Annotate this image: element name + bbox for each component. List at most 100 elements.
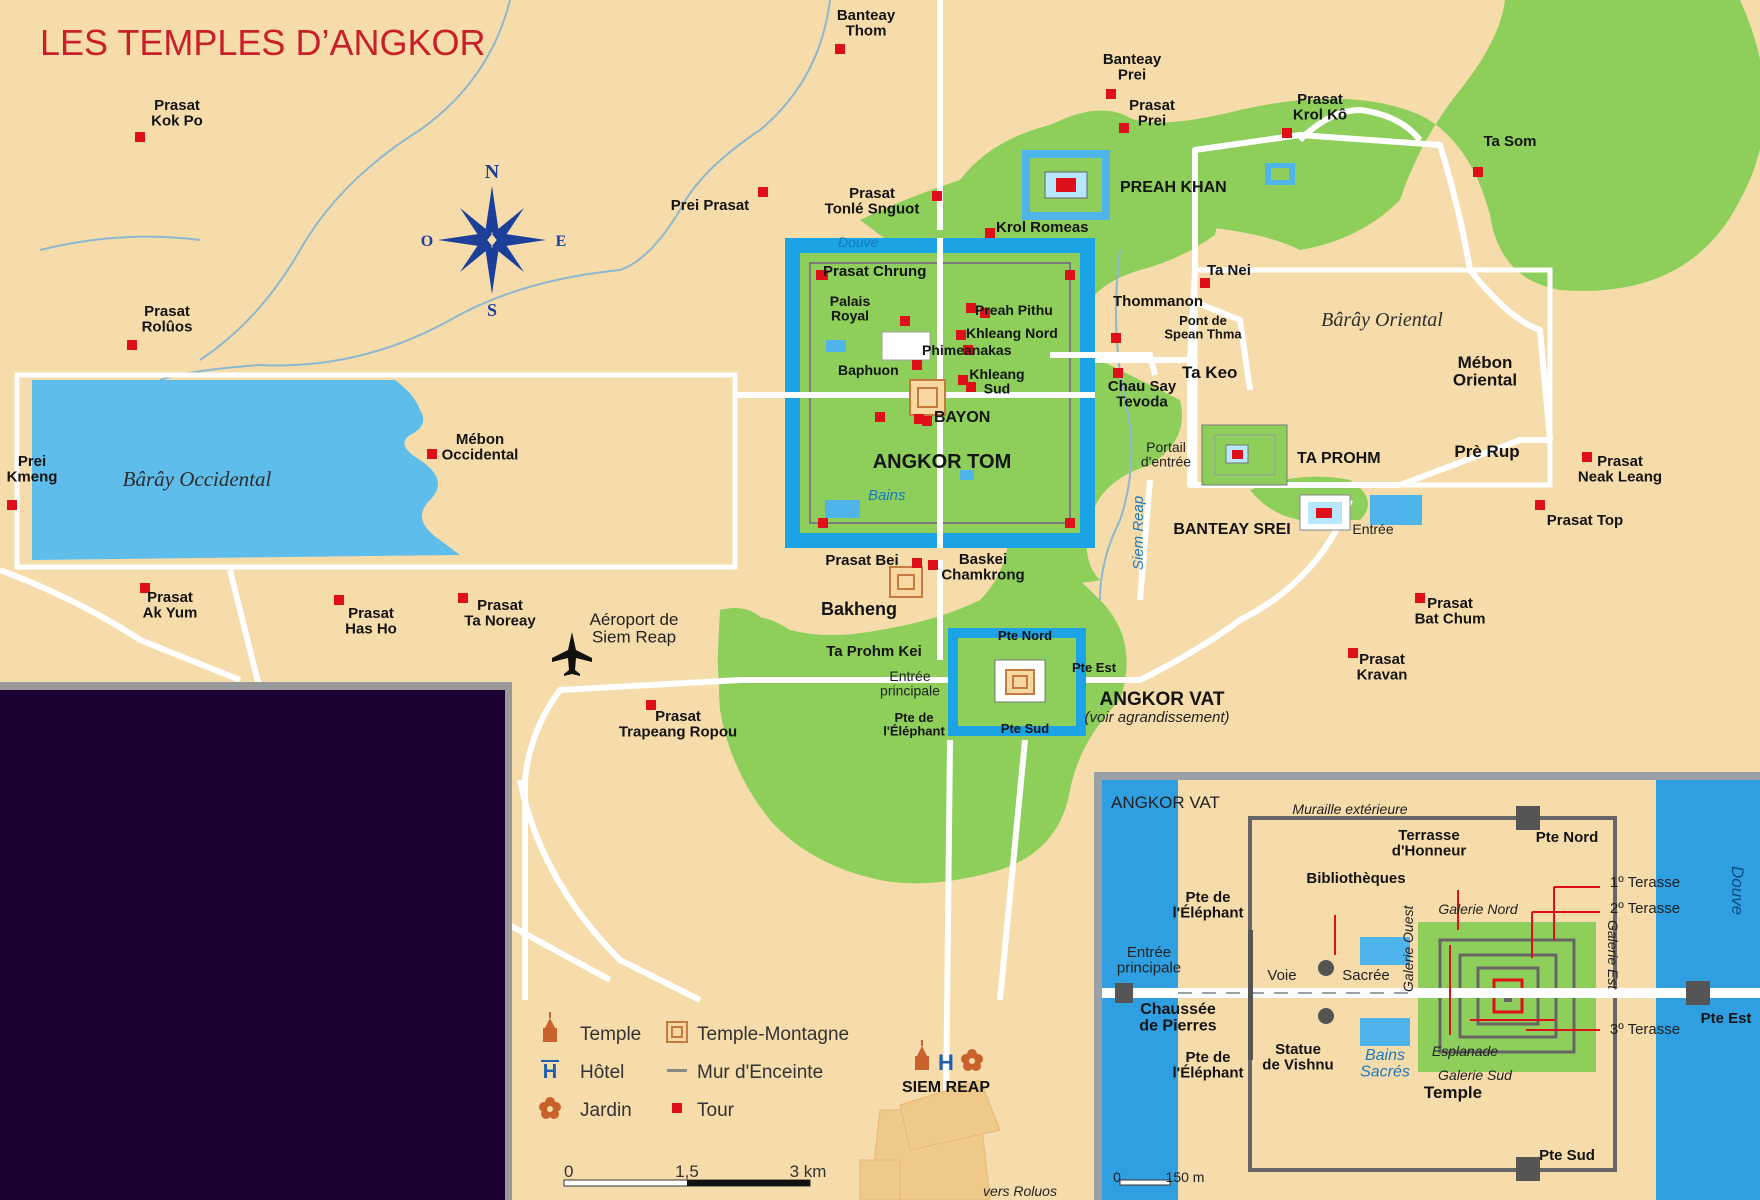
tower-marker (1065, 270, 1075, 280)
map-title: LES TEMPLES D’ANGKOR (40, 22, 485, 63)
tower-marker (963, 345, 973, 355)
inset-galerie-ouest: Galerie Ouest (1400, 905, 1416, 992)
inset-sacree: Sacrée (1342, 967, 1390, 984)
compass-south: S (487, 300, 497, 320)
label-ta-keo: Ta Keo (1182, 363, 1237, 382)
inset-galerie-est: Galerie Est (1605, 920, 1621, 990)
tower-marker (758, 187, 768, 197)
label-ta-som: Ta Som (1483, 133, 1536, 150)
label-prei-prasat: Prei Prasat (671, 197, 749, 214)
tower-marker (912, 360, 922, 370)
tower-marker (7, 500, 17, 510)
compass-east: E (556, 233, 567, 250)
angkor-vat-main (948, 628, 1086, 736)
inset-terasse2: 2º Terasse (1610, 900, 1680, 917)
label-baray-oriental: Bârây Oriental (1321, 309, 1443, 331)
tower-marker (875, 412, 885, 422)
angkor-vat-inset (1094, 772, 1760, 1200)
tower-square-icon (672, 1103, 682, 1113)
tower-marker (1582, 452, 1592, 462)
tower-marker (818, 270, 828, 280)
legend-temple-montagne: Temple-Montagne (697, 1024, 849, 1045)
baray-occidental (14, 372, 738, 570)
tower-marker (1535, 500, 1545, 510)
tower-marker (1473, 167, 1483, 177)
tower-marker (966, 303, 976, 313)
label-ta-nei: Ta Nei (1207, 262, 1251, 279)
hotel-icon: H (938, 1050, 954, 1075)
temple-icon (915, 1040, 929, 1070)
label-voir-agrandissement: (voir agrandissement) (1084, 709, 1229, 726)
legend-temple: Temple (580, 1024, 641, 1045)
airplane-icon (552, 632, 592, 676)
garden-flower-icon (539, 1097, 561, 1119)
label-ta-prohm: TA PROHM (1297, 450, 1381, 467)
bakheng-temple (889, 566, 923, 598)
legend-tour: Tour (697, 1100, 735, 1121)
tower-marker (1119, 123, 1129, 133)
map-legend: Temple Temple-Montagne H Hôtel Mur d'Enc… (539, 1012, 849, 1121)
tower-marker (1111, 333, 1121, 343)
label-prasat-top: Prasat Top (1547, 512, 1623, 529)
temple-markers (7, 44, 1592, 710)
legend-jardin: Jardin (580, 1100, 632, 1121)
tower-marker (140, 583, 150, 593)
inset-title: ANGKOR VAT (1111, 793, 1220, 812)
inset-pte-sud: Pte Sud (1539, 1147, 1595, 1164)
tower-marker (958, 375, 968, 385)
tower-marker (1113, 368, 1123, 378)
preah-khan-enclosure (1022, 150, 1295, 220)
label-bakheng: Bakheng (821, 599, 897, 619)
scale-zero: 0 (564, 1162, 573, 1181)
inset-terasse1: 1º Terasse (1610, 874, 1680, 891)
tower-marker (922, 416, 932, 426)
tower-marker (127, 340, 137, 350)
tower-marker (928, 560, 938, 570)
tower-marker (1348, 648, 1358, 658)
label-preah-khan: PREAH KHAN (1120, 179, 1227, 196)
tower-marker (985, 228, 995, 238)
label-khleang-nord: Khleang Nord (966, 325, 1058, 341)
scale-mid: 1,5 (675, 1162, 699, 1181)
inset-galerie-sud: Galerie Sud (1438, 1067, 1513, 1083)
scale-bar: 0 1,5 3 km (563, 1162, 826, 1187)
label-thommanon: Thommanon (1113, 293, 1203, 310)
label-baray-occidental: Bârây Occidental (123, 467, 272, 491)
label-prasat-chrung: Prasat Chrung (823, 263, 926, 280)
inset-galerie-nord: Galerie Nord (1438, 901, 1519, 917)
label-ta-prohm-kei: Ta Prohm Kei (826, 643, 922, 660)
label-preah-pithu: Preah Pithu (975, 302, 1053, 318)
garden-flower-icon (961, 1049, 983, 1071)
river (39, 0, 1133, 601)
label-pte-est: Pte Est (1072, 660, 1117, 675)
inset-pte-est: Pte Est (1701, 1010, 1752, 1027)
label-siem-reap-river: Siem Reap (1130, 496, 1147, 570)
label-krol-romeas: Krol Romeas (996, 219, 1089, 236)
label-phimeanakas: Phimeanakas (922, 342, 1012, 358)
compass-rose: N S E O (421, 161, 567, 320)
tower-marker (334, 595, 344, 605)
